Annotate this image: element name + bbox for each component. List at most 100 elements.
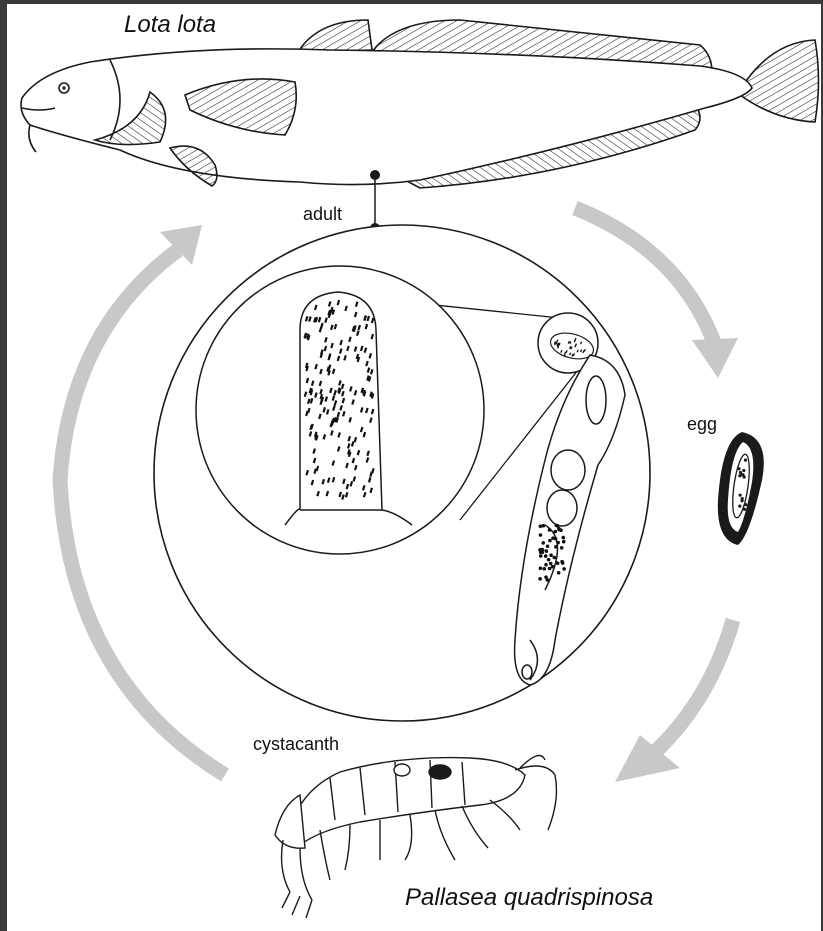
proboscis-hook: [319, 317, 321, 322]
proboscis-hook: [343, 411, 345, 416]
proboscis-hook: [353, 458, 355, 463]
proboscis-hook: [355, 312, 357, 317]
proboscis-hook: [361, 346, 363, 351]
proboscis-hook: [333, 396, 335, 401]
proboscis-hook: [338, 446, 340, 451]
proboscis-hook: [333, 406, 335, 411]
proboscis-hook: [335, 400, 337, 405]
worm-dot: [554, 537, 558, 541]
proboscis-hook: [306, 316, 308, 321]
proboscis-hook: [338, 356, 340, 361]
head-hook: [573, 353, 574, 356]
worm-dot: [557, 571, 561, 575]
proboscis-hook: [343, 398, 345, 403]
proboscis-hook: [322, 397, 324, 402]
proboscis-hook: [320, 327, 322, 332]
proboscis-hook: [343, 479, 345, 484]
proboscis-hook: [310, 431, 312, 436]
proboscis-hook: [363, 485, 365, 490]
worm-dot: [562, 540, 566, 544]
proboscis-hook: [317, 466, 319, 471]
proboscis-hook: [365, 348, 367, 353]
proboscis-hook: [331, 325, 333, 330]
proboscis-hook: [352, 400, 354, 405]
proboscis-hook: [340, 405, 342, 410]
egg-dot: [743, 508, 746, 511]
worm-dot: [547, 558, 551, 562]
proboscis-hook: [314, 458, 316, 463]
proboscis-hook: [346, 463, 348, 468]
proboscis-hook: [338, 300, 340, 305]
proboscis-hook: [315, 305, 317, 310]
worm-dot: [542, 524, 546, 528]
proboscis-hook: [315, 364, 317, 369]
proboscis-hook: [361, 407, 363, 412]
worm-dot: [548, 528, 552, 532]
proboscis-hook: [348, 443, 350, 448]
proboscis-hook: [372, 318, 374, 323]
connector-dot-top: [370, 170, 380, 180]
arrow-head-egg: [692, 338, 738, 378]
proboscis-hook: [334, 390, 336, 395]
worm-dot: [546, 544, 550, 548]
stage-label-adult: adult: [303, 204, 342, 224]
proboscis-hook: [311, 398, 313, 403]
proboscis-hook: [370, 488, 372, 493]
proboscis-hook: [358, 450, 360, 455]
proboscis-hook: [329, 301, 331, 306]
fish-body: [21, 49, 752, 185]
worm-dot: [545, 549, 549, 553]
worm-dot: [562, 567, 566, 571]
worm-dot: [546, 578, 550, 582]
proboscis-hook: [340, 349, 342, 354]
worm-dot: [544, 554, 548, 558]
proboscis-hook: [356, 302, 358, 307]
species-label-fish: Lota lota: [124, 11, 216, 38]
proboscis-hook: [350, 386, 352, 391]
proboscis-hook: [347, 484, 349, 489]
egg-dot: [744, 458, 747, 461]
fish-illustration: [21, 20, 819, 188]
proboscis-hook: [308, 408, 310, 413]
proboscis-hook: [323, 407, 325, 412]
proboscis-hook: [325, 346, 327, 351]
proboscis-hook: [306, 366, 308, 371]
proboscis-hook: [320, 389, 322, 394]
proboscis-hook: [327, 367, 329, 372]
proboscis-hook: [327, 409, 329, 414]
proboscis-hook: [331, 430, 333, 435]
worm-dot: [556, 541, 560, 545]
proboscis-hook: [351, 481, 353, 486]
proboscis-hook: [305, 333, 307, 338]
proboscis-hook: [346, 492, 348, 497]
proboscis-hook: [314, 317, 316, 322]
proboscis-hook: [308, 399, 310, 404]
worm-dot: [539, 554, 543, 558]
proboscis-hook: [357, 354, 359, 359]
proboscis-hook: [370, 353, 372, 358]
head-hook: [561, 350, 562, 353]
proboscis-hook: [327, 491, 329, 496]
proboscis-hook: [333, 369, 335, 374]
head-hook: [577, 350, 578, 353]
proboscis-hook: [331, 422, 333, 427]
proboscis-hook: [336, 417, 338, 422]
proboscis-hook: [316, 435, 318, 440]
proboscis-hook: [333, 461, 335, 466]
worm-dot: [542, 567, 546, 571]
head-hook: [584, 349, 585, 352]
proboscis-hook: [368, 368, 370, 373]
proboscis-hook: [328, 478, 330, 483]
worm-dot: [541, 550, 545, 554]
proboscis-hook: [306, 470, 308, 475]
proboscis-hook: [325, 337, 327, 342]
egg-dot: [744, 503, 747, 506]
proboscis-hook: [340, 340, 342, 345]
proboscis-hook: [326, 397, 328, 402]
stage-label-cystacanth: cystacanth: [253, 734, 339, 754]
head-hook: [570, 342, 571, 345]
proboscis-hook: [335, 324, 337, 329]
proboscis-hook: [322, 479, 324, 484]
egg-dot: [740, 499, 743, 502]
proboscis-hook: [317, 491, 319, 496]
